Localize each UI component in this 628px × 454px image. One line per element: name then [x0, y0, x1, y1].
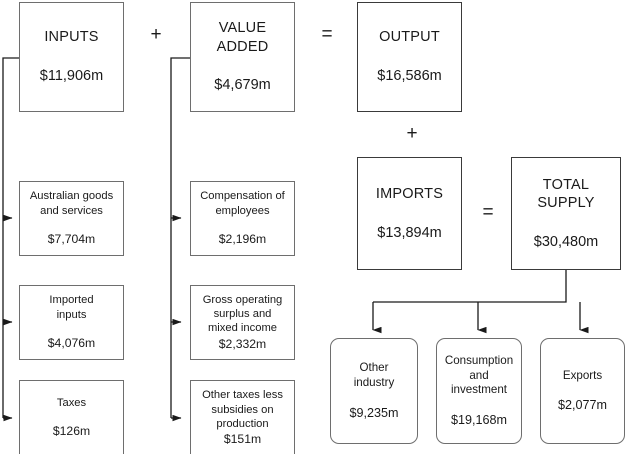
box-gross-operating-surplus-and-mixed-income-value: $2,332m	[218, 336, 267, 351]
box-other-industry-title: Other industry	[353, 361, 395, 389]
box-imported-inputs-value: $4,076m	[47, 336, 96, 351]
box-inputs-value: $11,906m	[39, 68, 104, 84]
box-output: OUTPUT $16,586m	[357, 2, 462, 112]
box-other-taxes-less-subsidies-on-production: Other taxes less subsidies on production…	[190, 380, 295, 454]
inputs-breakdown-connector	[2, 57, 19, 422]
box-consumption-and-investment-title: Consumption and investment	[444, 353, 514, 397]
box-imports: IMPORTS $13,894m	[357, 157, 462, 270]
box-total-supply-title: TOTAL SUPPLY	[537, 176, 595, 212]
box-imported-inputs: Imported inputs $4,076m	[19, 285, 124, 360]
box-imports-title: IMPORTS	[375, 185, 444, 202]
box-australian-goods-and-services-title: Australian goods and services	[29, 190, 114, 217]
box-output-title: OUTPUT	[379, 29, 440, 46]
box-taxes-title: Taxes	[56, 397, 87, 410]
box-value-added-title: VALUE ADDED	[216, 20, 269, 55]
operator-equals-output: =	[321, 24, 333, 45]
box-compensation-of-employees-title: Compensation of employees	[200, 190, 285, 217]
operator-plus-output-imports: +	[406, 123, 418, 144]
total-supply-distribution-connector	[372, 270, 589, 334]
box-inputs-title: INPUTS	[44, 29, 99, 46]
box-exports: Exports $2,077m	[540, 338, 625, 444]
operator-equals-total-supply: =	[482, 202, 494, 223]
box-exports-title: Exports	[562, 368, 603, 382]
box-imports-value: $13,894m	[377, 224, 442, 241]
box-exports-value: $2,077m	[557, 398, 607, 413]
box-compensation-of-employees-value: $2,196m	[218, 232, 267, 247]
box-australian-goods-and-services-value: $7,704m	[47, 232, 96, 247]
box-taxes-value: $126m	[52, 424, 91, 439]
box-gross-operating-surplus-and-mixed-income: Gross operating surplus and mixed income…	[190, 285, 295, 360]
box-australian-goods-and-services: Australian goods and services $7,704m	[19, 181, 124, 256]
operator-plus-inputs-valueadded: +	[150, 24, 162, 45]
box-gross-operating-surplus-and-mixed-income-title: Gross operating surplus and mixed income	[202, 293, 283, 335]
box-total-supply-value: $30,480m	[533, 233, 599, 250]
box-inputs: INPUTS $11,906m	[19, 2, 124, 112]
box-taxes: Taxes $126m	[19, 380, 124, 454]
box-output-value: $16,586m	[377, 68, 442, 84]
box-other-industry: Other industry $9,235m	[330, 338, 418, 444]
box-compensation-of-employees: Compensation of employees $2,196m	[190, 181, 295, 256]
box-value-added-value: $4,679m	[214, 77, 271, 94]
box-consumption-and-investment-value: $19,168m	[450, 413, 507, 428]
box-consumption-and-investment: Consumption and investment $19,168m	[436, 338, 522, 444]
box-total-supply: TOTAL SUPPLY $30,480m	[511, 157, 621, 270]
box-value-added: VALUE ADDED $4,679m	[190, 2, 295, 112]
box-other-industry-value: $9,235m	[349, 405, 399, 420]
value-added-breakdown-connector	[170, 57, 190, 422]
box-imported-inputs-title: Imported inputs	[49, 294, 94, 321]
box-other-taxes-less-subsidies-on-production-value: $151m	[223, 432, 262, 447]
box-other-taxes-less-subsidies-on-production-title: Other taxes less subsidies on production	[202, 389, 283, 430]
